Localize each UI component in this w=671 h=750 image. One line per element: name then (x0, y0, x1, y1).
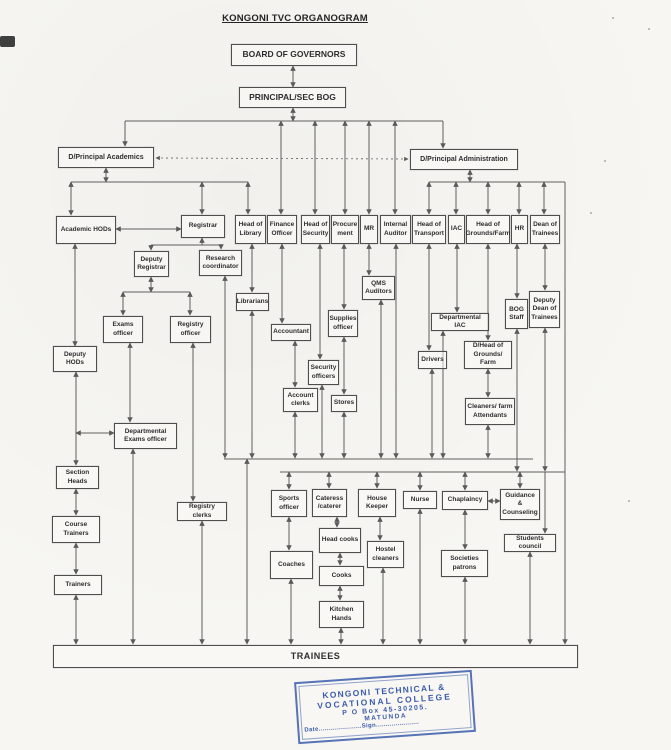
scan-artifact (0, 36, 15, 47)
node-dp-admin: D/Principal Administration (410, 149, 518, 170)
node-cleaners-farm-attendants: Cleaners/ farm Attendants (465, 398, 515, 425)
node-security-officers: Security officers (308, 360, 339, 385)
scan-artifact (590, 212, 592, 214)
node-course-trainers: Course Trainers (52, 516, 100, 543)
node-supplies-officer: Supplies officer (328, 310, 358, 337)
node-board-of-governors: BOARD OF GOVERNORS (231, 44, 357, 66)
node-internal-auditor: Internal Auditor (380, 215, 411, 244)
node-account-clerks: Account clerks (283, 388, 318, 412)
node-registry-officer: Registry officer (170, 316, 211, 343)
node-deputy-hods: Deputy HODs (53, 346, 97, 372)
node-research-coordinator: Research coordinator (199, 250, 242, 276)
node-exams-officer: Exams officer (103, 316, 143, 343)
node-sports-officer: Sports officer (271, 490, 307, 517)
node-kitchen-hands: Kitchen Hands (319, 601, 364, 628)
node-procurement: Procure ment (331, 215, 359, 244)
node-cooks: Cooks (319, 566, 364, 586)
node-dean-of-trainees: Dean of Trainees (530, 215, 560, 244)
node-deputy-dean-of-trainees: Deputy Dean of Trainees (529, 291, 560, 328)
node-nurse: Nurse (403, 491, 437, 509)
node-mr: MR (360, 215, 378, 244)
node-hostel-cleaners: Hostel cleaners (367, 541, 404, 568)
page-title: KONGONI TVC ORGANOGRAM (222, 13, 368, 24)
node-librarians: Librarians (236, 293, 269, 311)
node-departmental-exams-officer: Departmental Exams officer (114, 423, 177, 449)
node-head-cooks: Head cooks (319, 528, 361, 553)
node-students-council: Students council (504, 534, 556, 552)
node-iac: IAC (448, 215, 465, 244)
node-head-of-security: Head of Security (301, 215, 330, 244)
scan-artifact (628, 500, 630, 502)
node-house-keeper: House Keeper (358, 489, 396, 517)
node-trainers: Trainers (54, 575, 102, 595)
node-societies-patrons: Societies patrons (441, 550, 488, 577)
node-accountant: Accountant (271, 324, 311, 341)
node-section-heads: Section Heads (56, 466, 99, 489)
scan-artifact (648, 28, 650, 30)
node-head-of-transport: Head of Transport (412, 215, 446, 244)
node-cateress-caterer: Cateress /caterer (312, 489, 347, 517)
node-trainees: TRAINEES (53, 645, 578, 668)
scan-artifact (612, 17, 614, 19)
node-registrar: Registrar (181, 215, 225, 238)
node-drivers: Drivers (418, 351, 447, 369)
node-departmental-iac: Departmental IAC (431, 313, 489, 331)
node-chaplaincy: Chaplaincy (442, 491, 488, 510)
node-head-of-library: Head of Library (235, 215, 266, 244)
node-d-head-of-grounds-farm: D/Head of Grounds/ Farm (464, 341, 512, 369)
node-hr: HR (511, 215, 528, 244)
scan-artifact (604, 160, 606, 162)
node-dp-academics: D/Principal Academics (58, 147, 154, 168)
node-bog-staff: BOG Staff (505, 299, 528, 329)
node-head-of-grounds-farm: Head of Grounds/Farm (466, 215, 510, 244)
node-deputy-registrar: Deputy Registrar (134, 251, 169, 277)
node-guidance-counseling: Guidance & Counseling (500, 489, 540, 520)
node-principal: PRINCIPAL/SEC BOG (239, 87, 346, 108)
rubber-stamp-inner-border: KONGONI TECHNICAL & VOCATIONAL COLLEGE P… (298, 674, 472, 740)
node-academic-hods: Academic HODs (56, 216, 116, 244)
node-stores: Stores (331, 395, 357, 412)
node-qms-auditors: QMS Auditors (362, 276, 395, 300)
node-coaches: Coaches (270, 551, 313, 579)
node-finance-officer: Finance Officer (267, 215, 297, 244)
rubber-stamp: KONGONI TECHNICAL & VOCATIONAL COLLEGE P… (294, 669, 476, 745)
node-registry-clerks: Registry clerks (177, 502, 227, 521)
